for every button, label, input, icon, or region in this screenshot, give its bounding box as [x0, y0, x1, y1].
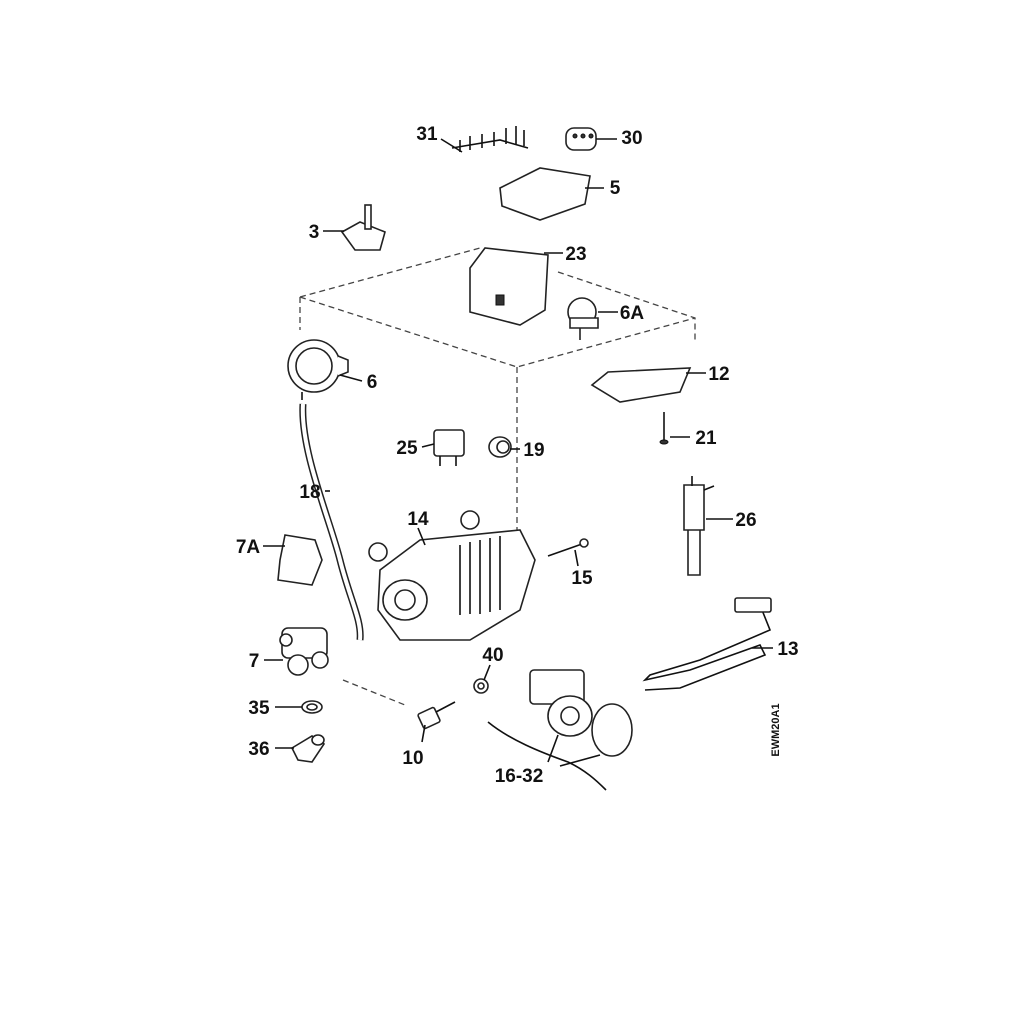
leader-lines [263, 138, 773, 767]
part-18-hose [299, 403, 364, 641]
label-15: 15 [571, 568, 593, 589]
part-14-motor [368, 510, 536, 641]
label-36: 36 [248, 739, 269, 760]
label-40: 40 [482, 645, 503, 666]
label-14: 14 [407, 509, 429, 530]
part-16-32-drain-pump [487, 669, 633, 791]
label-18: 18 [299, 482, 320, 503]
part-25-filter [433, 429, 465, 466]
part-40-clip [473, 678, 489, 694]
part-23-module [469, 247, 549, 326]
label-25: 25 [396, 438, 418, 459]
label-10: 10 [402, 748, 423, 769]
part-12-door-lock [590, 367, 692, 403]
label-26: 26 [735, 510, 756, 531]
part-15-bolt [547, 538, 589, 557]
part-31-wiring-harness [451, 126, 529, 152]
part-5-control-board [499, 167, 591, 221]
label-7A: 7A [236, 537, 261, 558]
part-13-heating-element [642, 597, 772, 691]
part-19-grommet [488, 436, 512, 458]
diagram-code: EWM20A1 [770, 703, 782, 756]
label-21: 21 [695, 428, 717, 449]
label-7: 7 [249, 651, 260, 672]
label-35: 35 [248, 698, 270, 719]
part-26-heater-bracket [683, 476, 715, 576]
part-3-switch [340, 204, 386, 251]
label-3: 3 [309, 222, 320, 243]
part-6A-pressure-switch [567, 297, 599, 340]
label-23: 23 [565, 244, 586, 265]
part-21-screw [659, 412, 669, 445]
label-16-32: 16-32 [495, 766, 544, 787]
label-31: 31 [416, 124, 438, 145]
part-7-inlet-valve [279, 627, 329, 676]
part-36-fitting [290, 734, 326, 763]
part-35-washer [301, 700, 323, 714]
part-10-sensor [417, 701, 456, 730]
label-30: 30 [621, 128, 642, 149]
label-5: 5 [610, 178, 621, 199]
label-6A: 6A [620, 303, 645, 324]
label-12: 12 [708, 364, 729, 385]
part-6-pressure-switch [287, 339, 349, 400]
part-7A-cover [277, 534, 323, 586]
part-labels: 31 30 5 3 23 6A 6 12 21 25 19 18 14 26 7… [236, 124, 799, 787]
part-30-knob [565, 127, 597, 151]
label-19: 19 [523, 440, 544, 461]
label-6: 6 [367, 372, 378, 393]
label-13: 13 [777, 639, 798, 660]
